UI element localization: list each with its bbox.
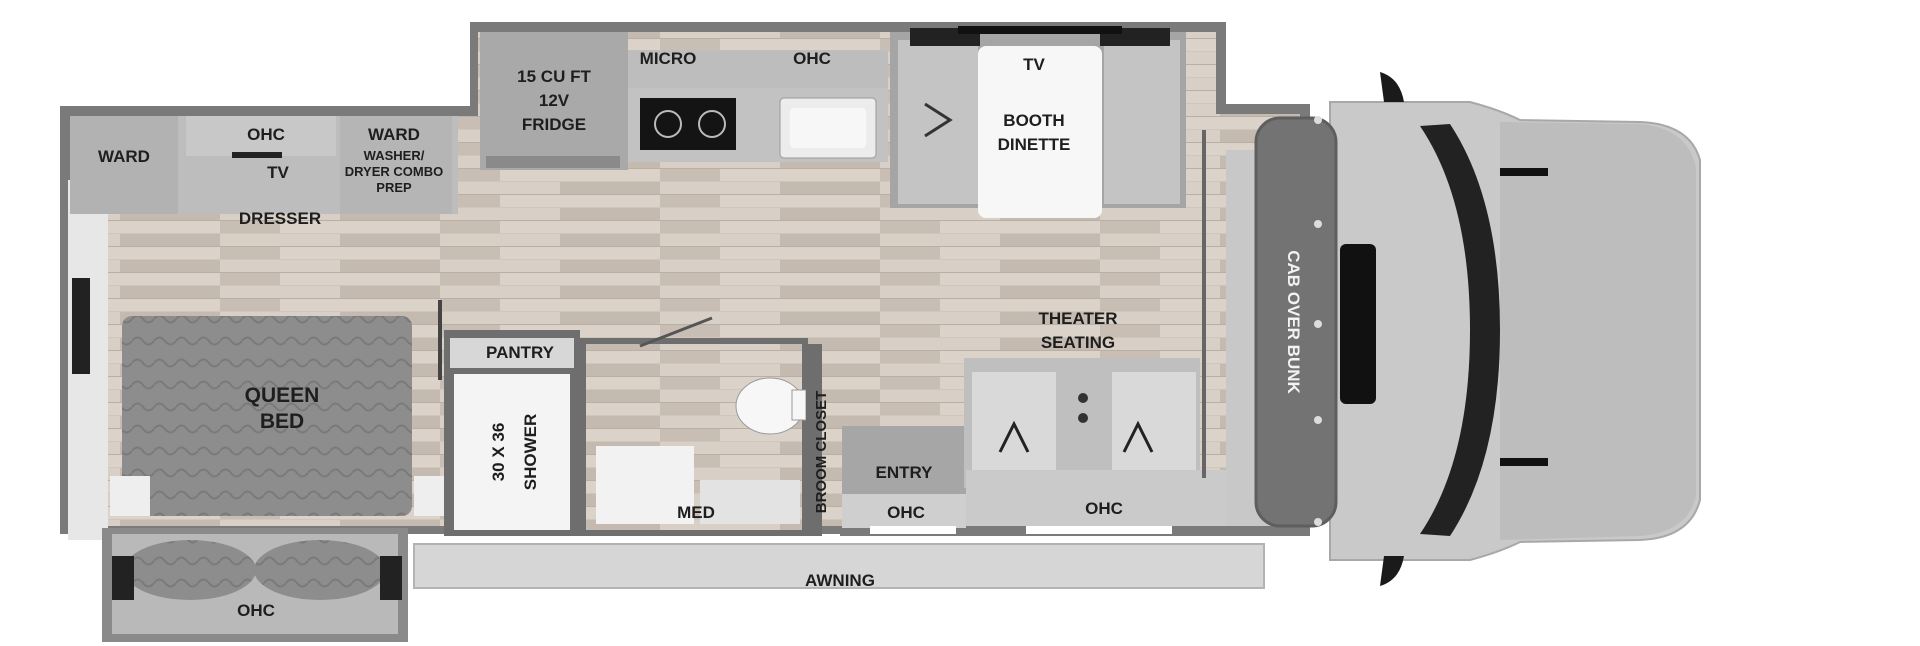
- fridge-label-2: 12V: [539, 91, 570, 110]
- theater-label-1: THEATER: [1038, 309, 1117, 328]
- med-label: MED: [677, 503, 715, 522]
- rear-window-icon: [72, 278, 90, 374]
- cab-over-bunk: [1226, 116, 1338, 528]
- broom-closet-label: BROOM CLOSET: [813, 391, 830, 514]
- bath-sink-icon: [596, 446, 694, 524]
- booth-label-1: BOOTH: [1003, 111, 1064, 130]
- dinette-table-icon: [978, 46, 1102, 218]
- theater-label-2: SEATING: [1041, 333, 1115, 352]
- dinette-tv-label: TV: [1023, 55, 1045, 74]
- fridge-label-3: FRIDGE: [522, 115, 586, 134]
- shower-label-2: SHOWER: [521, 414, 540, 491]
- washer-label-1: WASHER/: [364, 148, 425, 163]
- booth-dinette: [890, 26, 1186, 218]
- ohc-front-label: OHC: [1085, 499, 1123, 518]
- washer-label-3: PREP: [376, 180, 412, 195]
- queen-bed-label-1: QUEEN: [245, 384, 320, 407]
- ohc-kitchen-label: OHC: [793, 49, 831, 68]
- cab-chassis: [1329, 72, 1701, 586]
- mirror-left-icon: [1380, 72, 1404, 102]
- ward-left-label: WARD: [98, 147, 150, 166]
- bedroom: [70, 116, 458, 642]
- micro-label: MICRO: [640, 49, 697, 68]
- pantry-label: PANTRY: [486, 343, 555, 362]
- booth-label-2: DINETTE: [998, 135, 1071, 154]
- kitchen: [480, 32, 888, 170]
- entry-label: ENTRY: [876, 463, 934, 482]
- queen-bed-label-2: BED: [260, 410, 304, 433]
- bedroom-tv-icon: [232, 152, 282, 158]
- fridge-label-1: 15 CU FT: [517, 67, 591, 86]
- queen-bed-icon: [122, 316, 412, 516]
- awning-icon: [413, 543, 1265, 589]
- shower-label-1: 30 X 36: [489, 423, 508, 482]
- ohc-slide-label: OHC: [237, 601, 275, 620]
- shower-icon: [454, 374, 570, 530]
- washer-label-2: DRYER COMBO: [345, 164, 443, 179]
- steering-wheel-icon: [1340, 244, 1376, 404]
- cab-over-bunk-label: CAB OVER BUNK: [1284, 250, 1303, 394]
- ohc-bedroom-label: OHC: [247, 125, 285, 144]
- mirror-right-icon: [1380, 556, 1404, 586]
- pillow-right-icon: [254, 540, 386, 600]
- dresser-label: DRESSER: [239, 209, 321, 228]
- pillow-left-icon: [124, 540, 256, 600]
- awning-label: AWNING: [805, 571, 875, 590]
- entry-theater: [842, 130, 1226, 534]
- ward-right-label: WARD: [368, 125, 420, 144]
- bedroom-tv-label: TV: [267, 163, 289, 182]
- room-labels: 15 CU FT 12V FRIDGE MICRO OHC TV BOOTH D…: [98, 49, 1303, 620]
- fridge-icon: [480, 32, 628, 170]
- ohc-entry-label: OHC: [887, 503, 925, 522]
- dinette-tv-icon: [958, 26, 1122, 34]
- bath: [444, 316, 822, 536]
